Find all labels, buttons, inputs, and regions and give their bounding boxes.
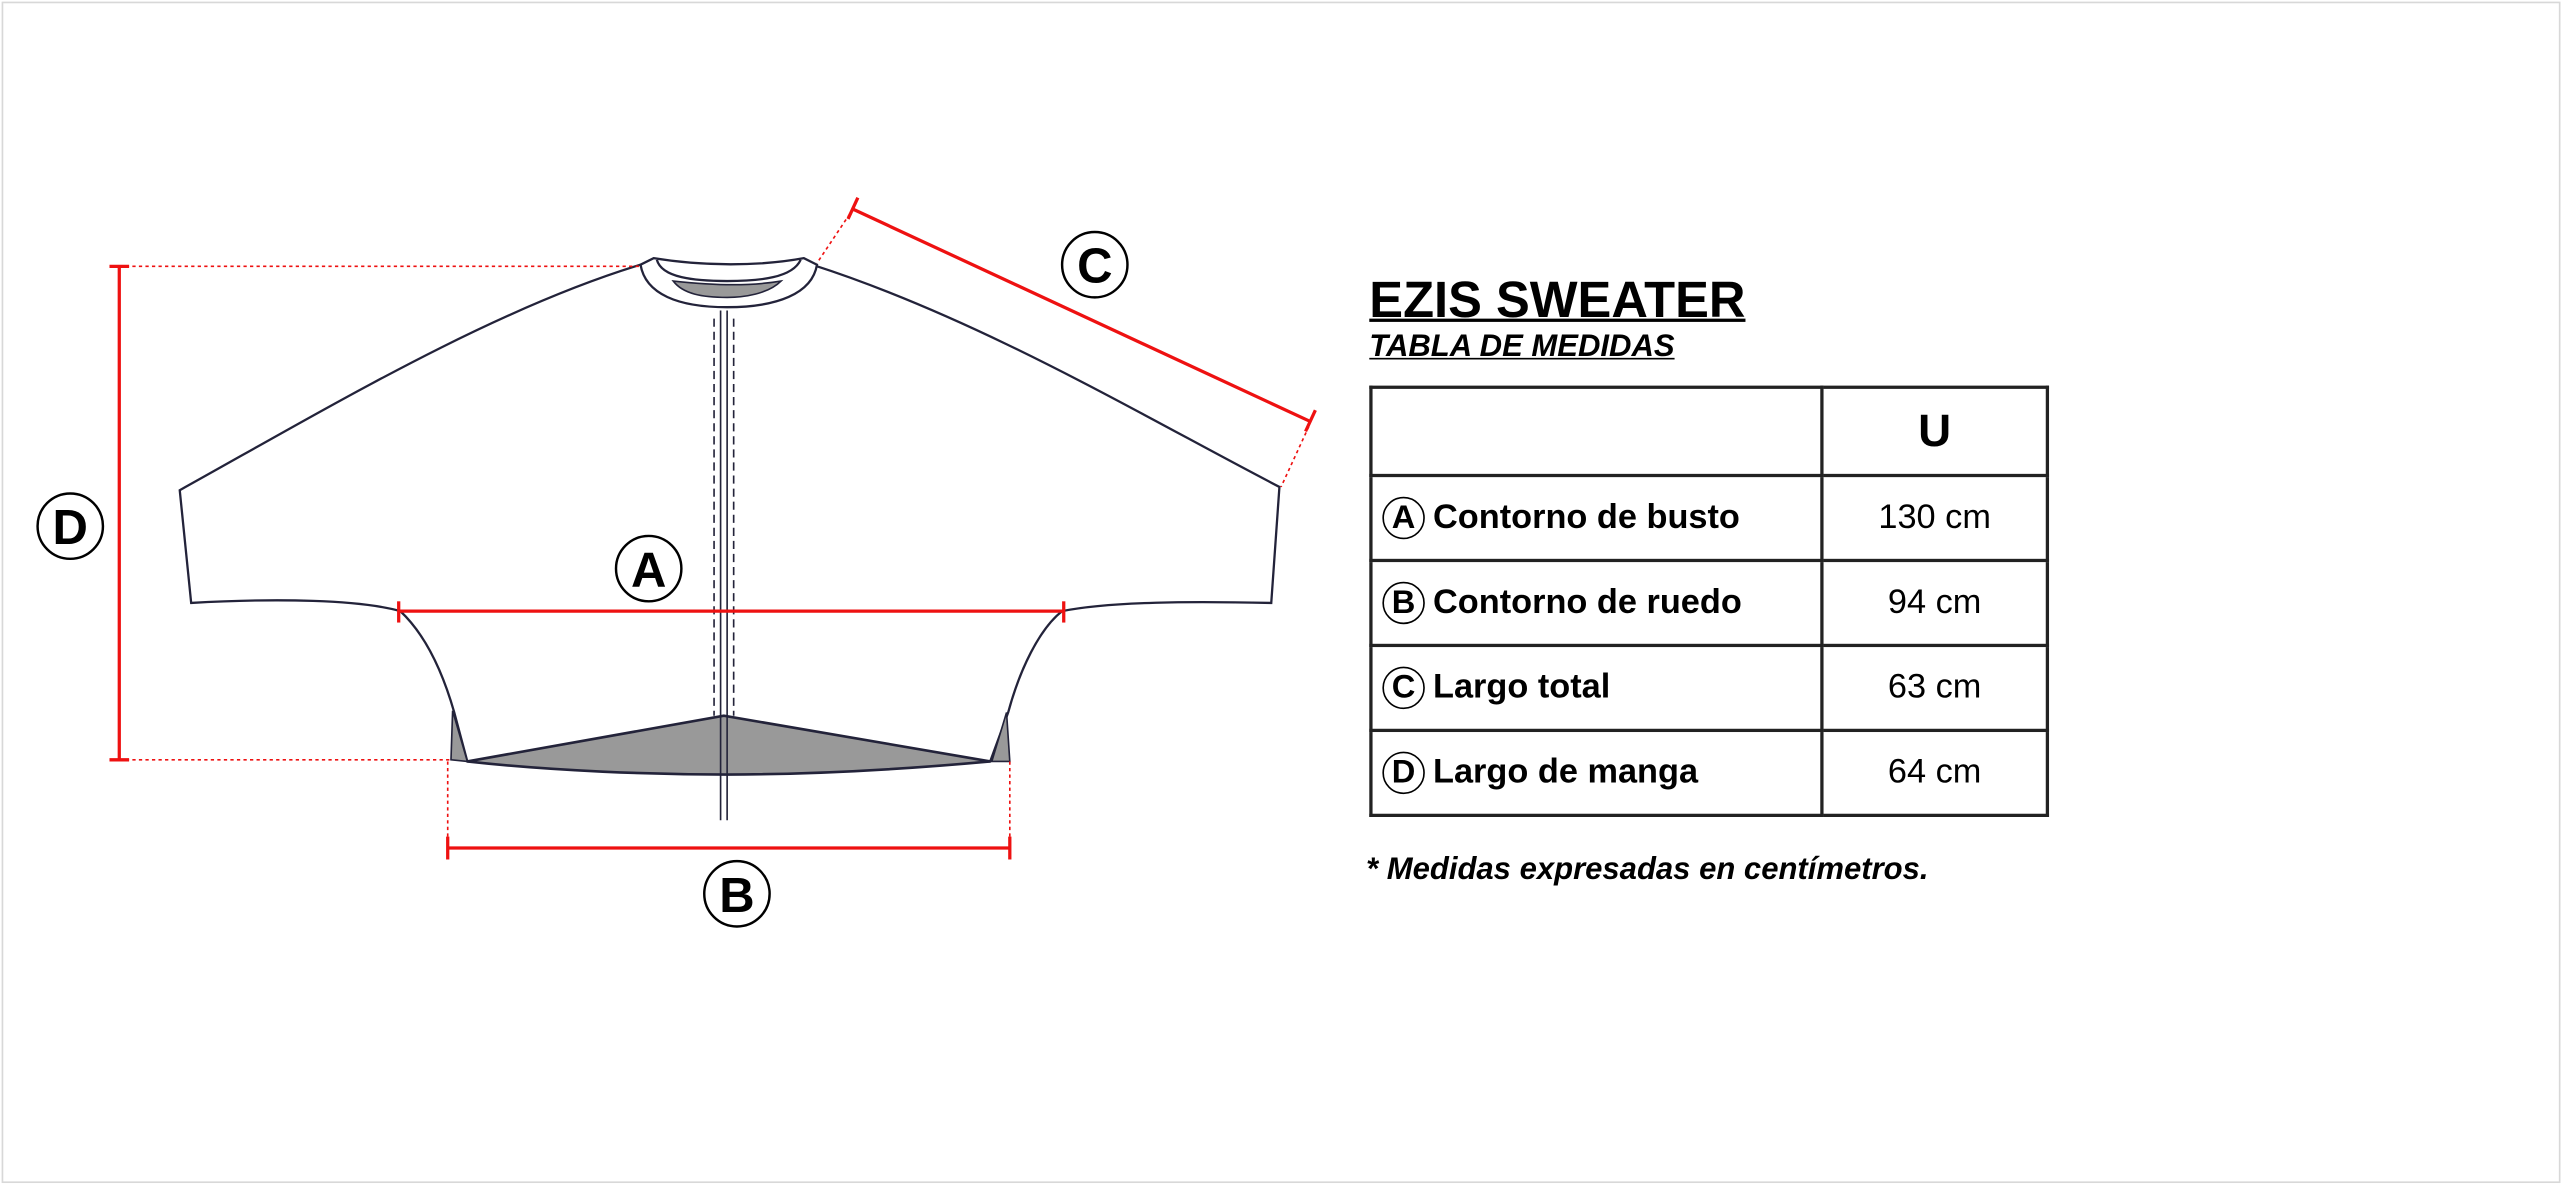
row-label: Contorno de ruedo: [1433, 583, 1742, 621]
zipper: [713, 310, 735, 821]
footnote: * Medidas expresadas en centímetros.: [1366, 852, 1929, 888]
svg-text:C: C: [1077, 240, 1112, 294]
header-size: U: [1820, 385, 2050, 478]
svg-text:B: B: [719, 869, 754, 923]
row-key-badge: C: [1382, 666, 1425, 710]
table-header-row: U: [1369, 385, 2050, 478]
row-value: 94 cm: [1820, 558, 2050, 648]
row-label: Contorno de busto: [1433, 498, 1740, 536]
row-value: 63 cm: [1820, 643, 2050, 733]
neck-shade: [671, 279, 784, 299]
row-key-badge: A: [1382, 496, 1425, 540]
measure-lines: [109, 197, 1317, 860]
svg-text:D: D: [53, 501, 88, 555]
row-value: 130 cm: [1820, 473, 2050, 563]
sweater-diagram: D A B C: [36, 197, 1317, 928]
svg-text:A: A: [631, 544, 666, 598]
row-label: Largo de manga: [1433, 753, 1699, 791]
label-b: B: [703, 859, 771, 928]
row-label: Largo total: [1433, 668, 1611, 706]
label-a: A: [614, 534, 683, 603]
label-c: C: [1060, 230, 1129, 299]
row-key-badge: B: [1382, 581, 1425, 625]
label-d: D: [36, 492, 105, 561]
row-key-badge: D: [1382, 751, 1425, 795]
product-title: EZIS SWEATER: [1369, 271, 1746, 329]
table-subtitle: TABLA DE MEDIDAS: [1369, 330, 1675, 365]
row-value: 64 cm: [1820, 728, 2050, 817]
header-blank: [1369, 385, 1824, 478]
side-shade-left: [450, 710, 469, 763]
side-shade-right: [990, 712, 1011, 763]
sweater-outline: [178, 256, 1281, 763]
